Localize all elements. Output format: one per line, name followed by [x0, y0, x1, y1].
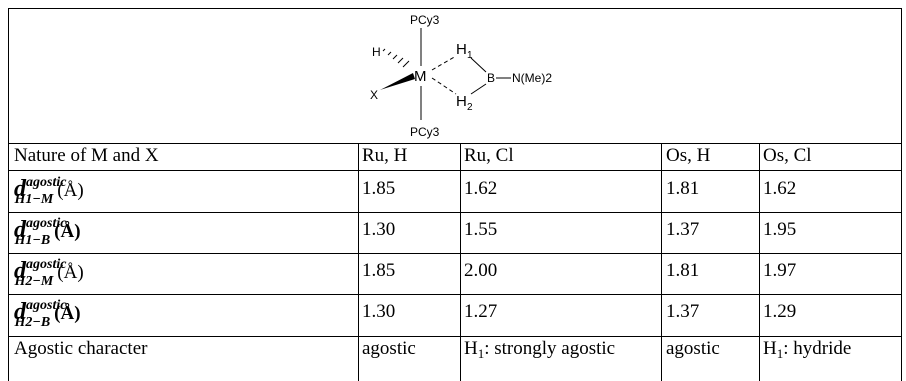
row-label-h2-b: dagosticH2−B(Å): [14, 298, 81, 330]
character-text: : strongly agostic: [484, 338, 616, 359]
header-col-1: Ru, H: [362, 145, 408, 166]
row-divider: [8, 212, 902, 213]
character-ru-cl: H1: strongly agostic: [464, 338, 634, 361]
row-label-h2-m: dagosticH2−M(Å): [14, 257, 84, 289]
distance-symbol: d: [14, 258, 26, 284]
distance-symbol: d: [14, 176, 26, 202]
phosphine-top-label: PCy3: [410, 13, 440, 27]
row-divider: [8, 294, 902, 295]
row-label-h1-m: dagosticH1−M(Å): [14, 175, 84, 207]
table-border-right: [901, 8, 902, 381]
distance-superscript: agostic: [26, 257, 67, 272]
distance-unit: (Å): [54, 221, 81, 242]
distance-symbol: d: [14, 299, 26, 325]
agostic-data-table: PCy3 M H X PCy3 H 1 H 2 B N(Me)2: [8, 8, 902, 381]
header-col-4: Os, Cl: [763, 145, 812, 166]
distance-superscript: agostic: [26, 175, 67, 190]
character-index: 1: [477, 346, 485, 361]
distance-subscript: H1−B: [14, 233, 51, 248]
distance-superscript: agostic: [26, 216, 67, 231]
row-divider: [8, 253, 902, 254]
table-cell: 1.30: [362, 219, 396, 240]
table-cell: 1.81: [666, 260, 700, 281]
table-cell: 1.62: [763, 178, 797, 199]
h1-index: 1: [467, 50, 473, 61]
distance-unit: (Å): [57, 262, 84, 283]
row-divider: [8, 336, 902, 337]
table-border-left: [8, 8, 9, 381]
table-cell: 1.62: [464, 178, 498, 199]
table-cell: 1.85: [362, 178, 396, 199]
table-cell: 1.37: [666, 301, 700, 322]
distance-subscript: H2−M: [14, 274, 54, 289]
boron-label: B: [487, 71, 495, 85]
table-cell: 1.37: [666, 219, 700, 240]
col-divider: [759, 143, 760, 381]
col-divider: [661, 143, 662, 381]
character-ru-h: agostic: [362, 338, 416, 359]
col-divider: [460, 143, 461, 381]
character-prefix: H: [763, 338, 777, 359]
table-cell: 1.85: [362, 260, 396, 281]
amine-label: N(Me)2: [512, 71, 552, 85]
x-ligand-label: X: [370, 88, 378, 102]
distance-unit: (Å): [57, 180, 84, 201]
distance-superscript: agostic: [26, 298, 67, 313]
table-cell: 1.30: [362, 301, 396, 322]
distance-subscript: H2−B: [14, 315, 51, 330]
character-os-h: agostic: [666, 338, 720, 359]
header-col-3: Os, H: [666, 145, 711, 166]
table-cell: 1.95: [763, 219, 797, 240]
col-divider: [358, 143, 359, 381]
distance-symbol: d: [14, 217, 26, 243]
hydride-left-label: H: [372, 45, 381, 59]
table-cell: 1.29: [763, 301, 797, 322]
distance-subscript: H1−M: [14, 192, 54, 207]
table-cell: 1.27: [464, 301, 498, 322]
distance-unit: (Å): [54, 303, 81, 324]
character-index: 1: [776, 346, 784, 361]
table-cell: 1.55: [464, 219, 498, 240]
h1-label: H: [456, 41, 467, 58]
row-label-h1-b: dagosticH1−B(Å): [14, 216, 81, 248]
character-label: Agostic character: [14, 338, 148, 359]
metal-complex-structure: PCy3 M H X PCy3 H 1 H 2 B N(Me)2: [370, 13, 552, 139]
character-prefix: H: [464, 338, 478, 359]
row-divider: [8, 143, 902, 144]
phosphine-bottom-label: PCy3: [410, 125, 440, 139]
table-border-top: [8, 8, 902, 9]
table-cell: 2.00: [464, 260, 498, 281]
header-label: Nature of M and X: [14, 145, 159, 166]
header-col-2: Ru, Cl: [464, 145, 514, 166]
table-cell: 1.81: [666, 178, 700, 199]
row-divider: [8, 170, 902, 171]
h2-label: H: [456, 93, 467, 110]
table-cell: 1.97: [763, 260, 797, 281]
metal-label: M: [414, 68, 427, 85]
character-text: : hydride: [783, 338, 852, 359]
character-os-cl: H1: hydride: [763, 338, 873, 361]
h2-index: 2: [467, 102, 473, 113]
